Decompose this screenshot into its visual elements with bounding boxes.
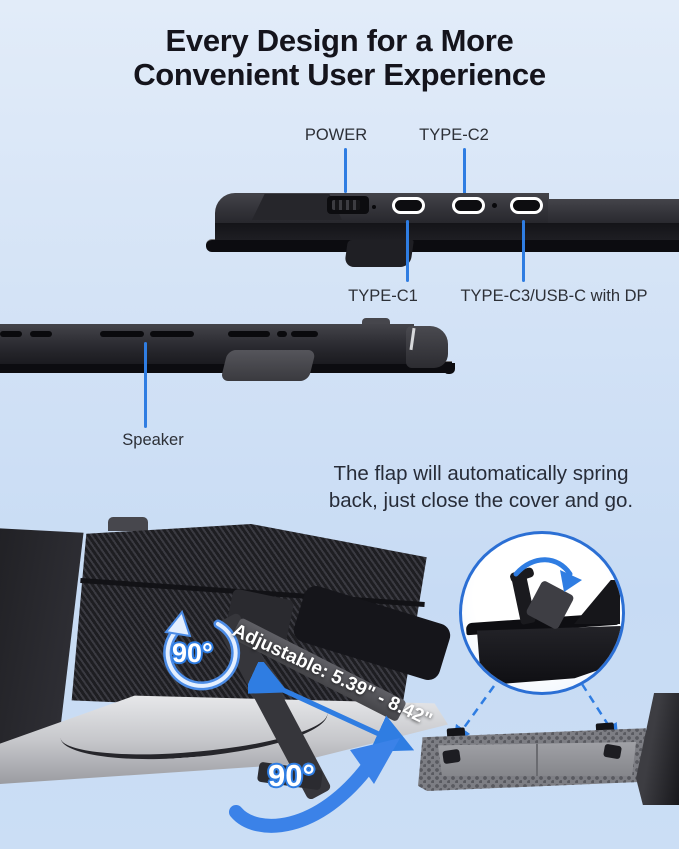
folded-cover-plate: [438, 742, 636, 776]
power-indicator-dot: [372, 205, 376, 209]
folded-cover-seam: [536, 742, 538, 776]
rotate-bottom-value: 90°: [268, 758, 315, 793]
spring-arrow-icon: [229, 738, 400, 833]
pinhole: [492, 203, 497, 208]
type-c1-port: [392, 197, 425, 214]
speaker-slot: [277, 331, 287, 337]
type-c1-label: TYPE-C1: [348, 287, 418, 305]
type-c3-label: TYPE-C3/USB-C with DP: [460, 287, 648, 305]
cover-top-tab: [108, 517, 148, 531]
inset-arrow-icon: [513, 557, 582, 592]
speaker-slot: [100, 331, 144, 337]
rotate-badge-value: 90°: [172, 638, 213, 668]
monitor-edge-underband: [215, 223, 679, 240]
inset-cover-body: [476, 626, 622, 684]
page-title-line2: Convenient User Experience: [133, 57, 546, 92]
power-slider: [327, 196, 369, 214]
power-slider-ridges: [332, 200, 360, 210]
page-title-line1: Every Design for a More: [165, 23, 514, 58]
type-c3-leader-line-icon: [522, 220, 525, 282]
power-label: POWER: [304, 126, 368, 144]
type-c2-leader-line-icon: [463, 148, 466, 195]
speaker-edge-strip-tip: [444, 363, 455, 374]
flap-note-line1: The flap will automatically spring: [333, 462, 629, 485]
flap-tab-speaker-view: [220, 350, 316, 381]
type-c2-label: TYPE-C2: [419, 126, 489, 144]
flap-tab-ports-view: [344, 240, 414, 267]
power-leader-line-icon: [344, 148, 347, 193]
speaker-leader-line-icon: [144, 342, 147, 428]
range-arrow-icon: [248, 662, 415, 752]
speaker-label: Speaker: [122, 431, 184, 449]
rotate-badge-icon: [163, 610, 241, 691]
flap-inset-circle: [459, 531, 625, 695]
flap-note-line2: back, just close the cover and go.: [328, 489, 634, 512]
monitor-edge-bottom-strip: [206, 239, 679, 252]
flap-note: The flap will automatically spring back,…: [301, 460, 661, 514]
folded-flap-right: [603, 743, 622, 760]
speaker-edge-body: [0, 324, 414, 364]
folded-flap-left: [442, 748, 461, 765]
page-title: Every Design for a More Convenient User …: [0, 24, 679, 92]
speaker-slot: [0, 331, 22, 337]
speaker-slot: [30, 331, 52, 337]
type-c3-port: [510, 197, 543, 214]
speaker-slot: [228, 331, 270, 337]
speaker-slot: [291, 331, 318, 337]
type-c1-leader-line-icon: [406, 220, 409, 282]
speaker-slot: [150, 331, 194, 337]
type-c2-port: [452, 197, 485, 214]
